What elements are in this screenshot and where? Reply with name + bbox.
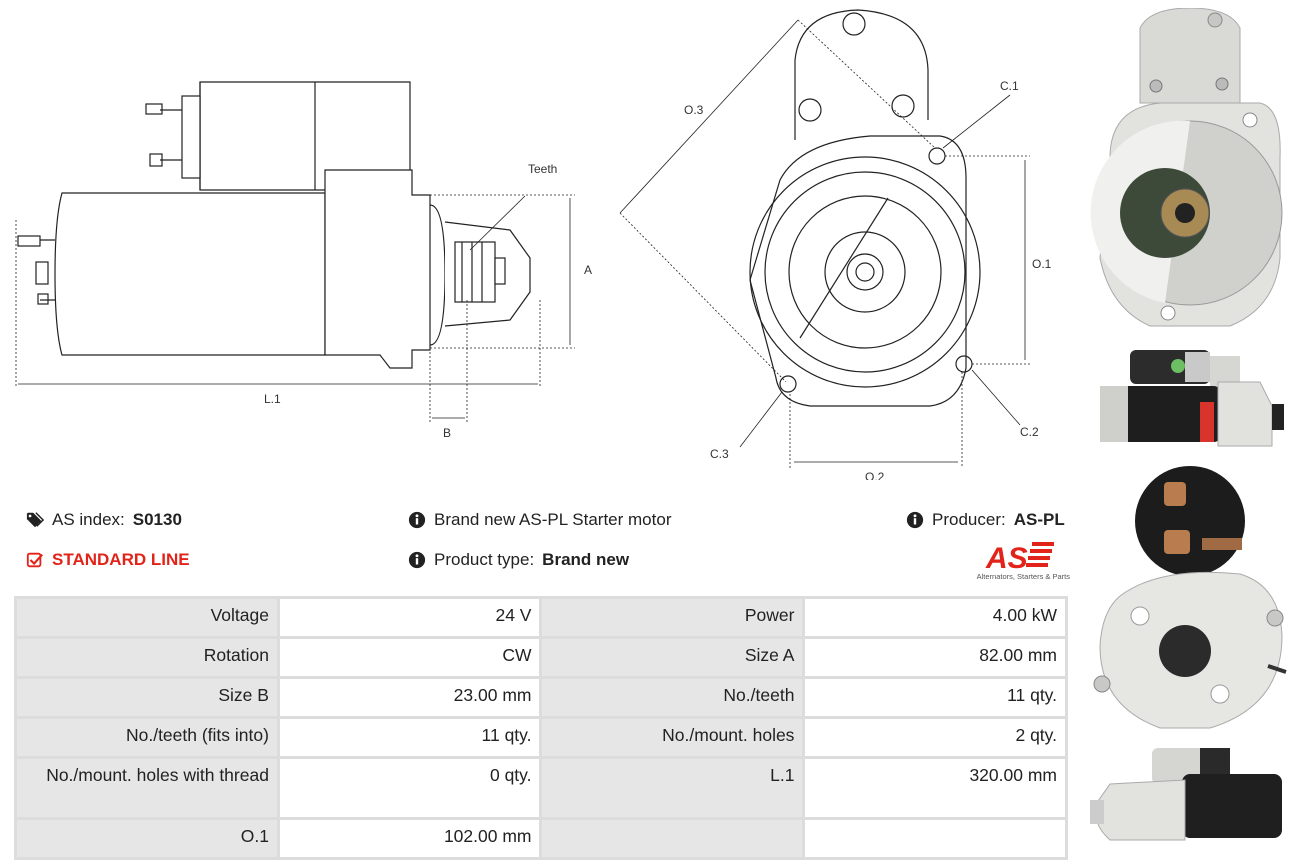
spec-value: 11 qty. [279, 719, 540, 756]
spec-key: Voltage [17, 599, 277, 636]
spec-key: No./teeth [542, 679, 803, 716]
spec-key: Power [542, 599, 803, 636]
svg-text:AS: AS [985, 542, 1028, 575]
spec-key: No./mount. holes [542, 719, 803, 756]
info-circle-icon [906, 511, 924, 529]
as-pl-logo: AS [985, 542, 1054, 575]
producer-value: AS-PL [1013, 510, 1065, 529]
spec-value: 11 qty. [805, 679, 1065, 716]
tags-icon [26, 512, 44, 528]
product-photo-rear [1093, 466, 1287, 729]
side-view-drawing [15, 81, 575, 422]
producer-label: Producer: [932, 510, 1006, 529]
table-row: Rotation CW Size A 82.00 mm [17, 639, 1065, 676]
standard-line-label: STANDARD LINE [52, 550, 190, 569]
spec-value: 23.00 mm [279, 679, 540, 716]
info-circle-icon [408, 511, 426, 529]
spec-value: 102.00 mm [279, 820, 540, 857]
as-index-row: AS index: S0130 [26, 510, 182, 530]
table-row: No./mount. holes with thread 0 qty. L.1 … [17, 759, 1065, 817]
spec-key: No./teeth (fits into) [17, 719, 277, 756]
logo-tagline: Alternators, Starters & Parts [976, 572, 1070, 581]
description-row: Brand new AS-PL Starter motor [408, 510, 671, 530]
product-photo-side-top [1100, 350, 1284, 447]
product-photo-front [1090, 8, 1283, 327]
spec-value: 4.00 kW [805, 599, 1065, 636]
spec-value [805, 820, 1065, 857]
info-circle-icon [408, 551, 426, 569]
label-c2: C.2 [1020, 425, 1039, 439]
producer-row: Producer: AS-PL [906, 510, 1065, 530]
spec-key [542, 820, 803, 857]
label-o1: O.1 [1032, 257, 1052, 271]
as-index-value: S0130 [132, 510, 182, 529]
label-l1: L.1 [264, 392, 281, 406]
label-c1: C.1 [1000, 79, 1019, 93]
spec-value: 2 qty. [805, 719, 1065, 756]
front-view-drawing [619, 9, 1030, 468]
product-type-label: Product type: [434, 550, 535, 569]
spec-value: 320.00 mm [805, 759, 1065, 817]
label-o2: O.2 [865, 470, 885, 480]
product-type-value: Brand new [542, 550, 630, 569]
table-row: Size B 23.00 mm No./teeth 11 qty. [17, 679, 1065, 716]
standard-line-row: STANDARD LINE [26, 550, 190, 570]
table-row: No./teeth (fits into) 11 qty. No./mount.… [17, 719, 1065, 756]
spec-value: 24 V [279, 599, 540, 636]
spec-key: Size A [542, 639, 803, 676]
product-type-row: Product type: Brand new [408, 550, 629, 570]
label-c3: C.3 [710, 447, 729, 461]
spec-value: 0 qty. [279, 759, 540, 817]
spec-key: O.1 [17, 820, 277, 857]
table-row: Voltage 24 V Power 4.00 kW [17, 599, 1065, 636]
description-text: Brand new AS-PL Starter motor [434, 510, 672, 529]
spec-key: Size B [17, 679, 277, 716]
label-a: A [584, 263, 592, 277]
specifications-table: Voltage 24 V Power 4.00 kW Rotation CW S… [14, 596, 1068, 860]
technical-drawings: Teeth A B L.1 C.1 C.2 C.3 O.1 O.2 [15, 9, 1052, 480]
spec-value: 82.00 mm [805, 639, 1065, 676]
label-b: B [443, 426, 451, 440]
spec-value: CW [279, 639, 540, 676]
spec-key: No./mount. holes with thread [17, 759, 277, 817]
spec-key: Rotation [17, 639, 277, 676]
label-teeth: Teeth [528, 162, 557, 176]
product-photo-side-bottom [1090, 748, 1282, 841]
table-row: O.1 102.00 mm [17, 820, 1065, 857]
label-o3: O.3 [684, 103, 704, 117]
spec-key: L.1 [542, 759, 803, 817]
checkbox-icon [26, 552, 44, 568]
as-index-label: AS index: [52, 510, 125, 529]
